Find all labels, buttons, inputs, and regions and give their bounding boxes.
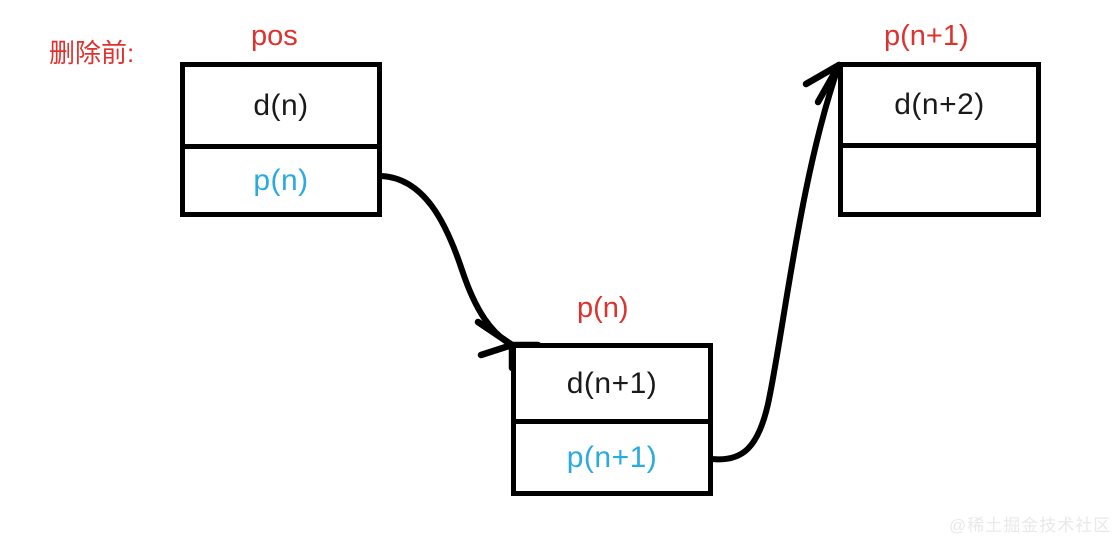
node-n2-top-label: p(n+1) xyxy=(884,20,969,52)
node-n-pointer-cell: p(n) xyxy=(253,163,309,197)
node-n2-data-cell: d(n+2) xyxy=(843,67,1036,148)
node-n1-top-label: p(n) xyxy=(577,292,629,324)
pointer-arrow-2 xyxy=(709,61,843,463)
watermark: @稀土掘金技术社区 xyxy=(949,516,1112,535)
node-n1-pointer-cell: p(n+1) xyxy=(566,440,658,474)
node-n[interactable]: d(n) p(n) xyxy=(180,62,382,217)
node-n-data-cell: d(n) xyxy=(185,67,377,149)
node-n2-pointer-cell xyxy=(843,148,1036,212)
caption-before-delete: 删除前: xyxy=(49,38,135,68)
node-n-top-label: pos xyxy=(251,20,298,52)
node-n1[interactable]: d(n+1) p(n+1) xyxy=(511,343,713,496)
node-n2[interactable]: d(n+2) xyxy=(838,62,1041,217)
pointer-arrow-1 xyxy=(378,173,542,372)
node-n1-data-cell: d(n+1) xyxy=(516,348,708,424)
